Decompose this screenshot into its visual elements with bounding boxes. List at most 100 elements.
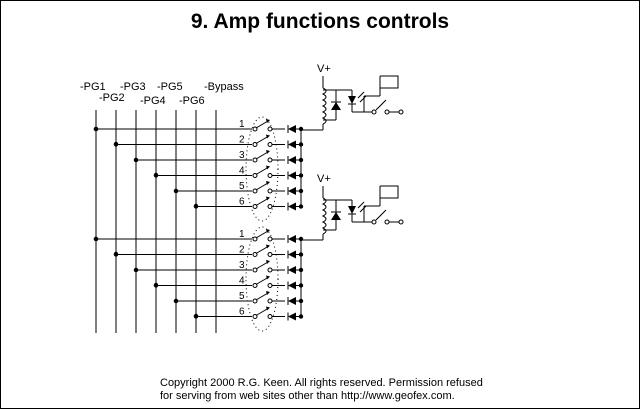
diode-icon	[288, 171, 296, 180]
switch-blade	[255, 120, 269, 129]
bus-label-pg5: -PG5	[157, 81, 183, 93]
jack-terminal	[398, 219, 404, 225]
diode-icon	[288, 235, 296, 243]
switch-arrow	[266, 306, 270, 311]
bus-junction-dot	[193, 314, 199, 319]
bus-junction-dot	[93, 126, 99, 132]
switch-contact	[267, 283, 273, 288]
led-ray	[359, 205, 367, 213]
diode-icon	[288, 297, 296, 305]
switch-contact	[267, 157, 273, 163]
jack-icon	[380, 185, 399, 199]
switch-blade	[255, 136, 269, 144]
led-icon	[348, 206, 356, 214]
switch-arrow	[266, 229, 270, 233]
switch-contact	[267, 267, 273, 273]
switch-arrow	[266, 181, 270, 185]
switch-blade	[255, 151, 269, 160]
bus-labels: -PG1 -PG2 -PG3 -PG4 -PG5 -PG6 -Bypass	[80, 81, 244, 107]
switch-contact	[267, 142, 273, 147]
switch-arrow	[266, 196, 270, 201]
switch-blade	[255, 246, 269, 254]
switch-blade	[255, 308, 269, 316]
switch-blade	[255, 292, 269, 301]
switch-arrow	[266, 260, 270, 264]
bus-junction-dot	[113, 142, 119, 147]
switch-contact	[267, 236, 273, 242]
jack-icon	[380, 75, 399, 89]
diode-icon	[288, 125, 296, 133]
led-ray	[357, 201, 365, 209]
switch-arrow	[266, 134, 270, 139]
switch-number: 1	[239, 229, 245, 240]
led-ray	[357, 91, 365, 99]
bus-junction-dot	[173, 298, 179, 304]
bus-label-pg6: -PG6	[179, 95, 205, 107]
led-ray	[359, 95, 367, 103]
switch-number: 5	[239, 181, 245, 192]
switch-number: 4	[239, 166, 245, 177]
diagram-title: 9. Amp functions controls	[190, 10, 450, 33]
switch-arrow	[266, 150, 270, 154]
switch-blade	[255, 182, 269, 191]
switch-number: 3	[239, 150, 245, 161]
switch-number: 5	[239, 291, 245, 302]
relay-contact	[371, 109, 377, 115]
switch-arrow	[266, 244, 270, 249]
switch-number: 6	[239, 307, 245, 318]
switch-contact	[267, 188, 273, 194]
diode-icon	[288, 250, 296, 259]
flyback-diode-icon	[331, 102, 341, 110]
relay-contact	[384, 219, 390, 225]
diode-icon	[288, 187, 296, 195]
bus-junction-dot	[193, 204, 199, 209]
switch-arrow	[266, 119, 270, 123]
switch-blade	[255, 230, 269, 239]
relay-blade	[375, 99, 387, 111]
switch-blade	[255, 167, 269, 175]
supply-label: V+	[317, 63, 331, 75]
relay-contact	[384, 109, 390, 115]
wiring	[93, 110, 217, 333]
switch-contact	[267, 252, 273, 257]
diode-icon	[288, 202, 296, 211]
diode-icon	[288, 266, 296, 274]
flyback-diode-icon	[331, 212, 341, 220]
diode-icon	[288, 281, 296, 290]
copyright-line-1: Copyright 2000 R.G. Keen. All rights res…	[160, 377, 483, 389]
switch-number: 3	[239, 260, 245, 271]
relay-coil-icon	[321, 87, 327, 125]
switch-contact	[267, 204, 273, 209]
bus-label-pg4: -PG4	[140, 95, 166, 107]
bus-label-pg2: -PG2	[99, 92, 125, 104]
bus-label-bypass: -Bypass	[204, 81, 244, 93]
bus-junction-dot	[133, 267, 139, 273]
switch-blade	[255, 261, 269, 270]
diode-icon	[288, 140, 296, 149]
switch-number: 1	[239, 119, 245, 130]
switch-contact	[267, 314, 273, 319]
switch-contact	[267, 173, 273, 178]
relay-coil-icon	[321, 197, 327, 235]
copyright-line-2: for serving from web sites other than ht…	[160, 390, 455, 402]
relay-contact	[371, 219, 377, 225]
switch-number: 2	[239, 135, 245, 146]
switch-group-outline	[245, 226, 279, 332]
switch-contact	[267, 298, 273, 304]
bus-junction-dot	[173, 188, 179, 194]
switch-arrow	[266, 291, 270, 295]
switch-blade	[255, 198, 269, 206]
switch-arrow	[266, 165, 270, 170]
diode-icon	[288, 312, 296, 321]
relay-circuit-1: V+	[301, 63, 404, 131]
relay-blade	[375, 209, 387, 221]
bus-label-pg3: -PG3	[120, 81, 146, 93]
bus-junction-dot	[113, 252, 119, 257]
bus-junction-dot	[133, 157, 139, 163]
switch-number: 2	[239, 245, 245, 256]
relay-circuit-2: V+	[301, 173, 404, 241]
bus-label-pg1: -PG1	[80, 81, 106, 93]
bus-junction-dot	[93, 236, 99, 242]
